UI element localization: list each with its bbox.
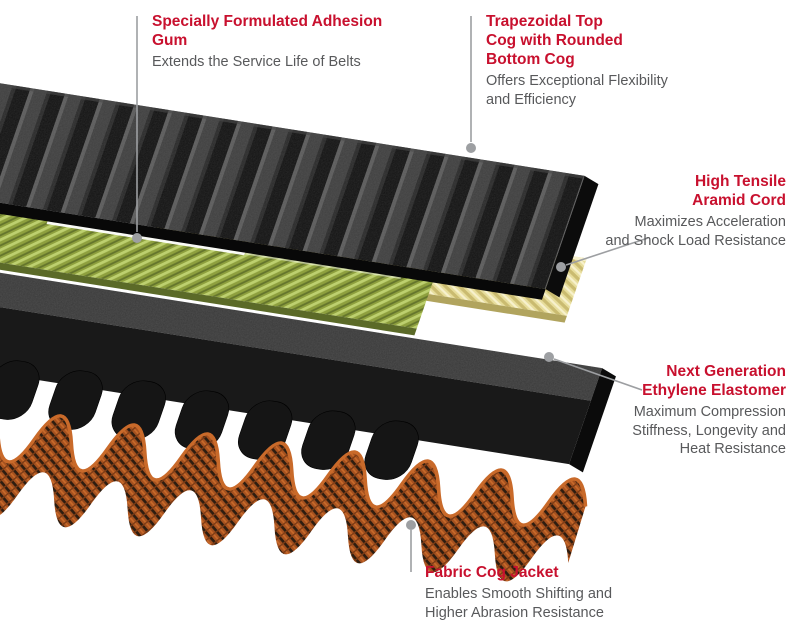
callout-adhesion-gum-description: Extends the Service Life of Belts bbox=[152, 54, 361, 70]
callout-top-cog-title: Trapezoidal Top Cog with Rounded Bottom … bbox=[486, 13, 623, 68]
callout-fabric-jacket-title: Fabric Cog Jacket bbox=[425, 564, 559, 581]
callout-line-aramid-cord bbox=[565, 237, 649, 266]
callout-dot-elastomer bbox=[544, 352, 554, 362]
callout-connectors bbox=[132, 16, 649, 572]
callout-elastomer-description: Maximum Compression Stiffness, Longevity… bbox=[632, 404, 786, 457]
fabric-cog-jacket-layer bbox=[0, 405, 588, 582]
callout-top-cog: Trapezoidal Top Cog with Rounded Bottom … bbox=[486, 12, 726, 109]
callout-elastomer: Next Generation Ethylene Elastomer Maxim… bbox=[536, 362, 786, 459]
callout-fabric-jacket: Fabric Cog Jacket Enables Smooth Shiftin… bbox=[425, 563, 705, 622]
callout-dot-adhesion-gum bbox=[132, 233, 142, 243]
callout-aramid-cord: High Tensile Aramid Cord Maximizes Accel… bbox=[536, 172, 786, 250]
adhesion-gum-layer bbox=[0, 203, 435, 336]
top-cog-layer bbox=[0, 82, 599, 300]
ethylene-elastomer-layer bbox=[0, 268, 616, 480]
callout-aramid-cord-title: High Tensile Aramid Cord bbox=[692, 173, 786, 209]
callout-fabric-jacket-description: Enables Smooth Shifting and Higher Abras… bbox=[425, 586, 613, 621]
callout-dot-aramid-cord bbox=[556, 262, 566, 272]
callout-adhesion-gum: Specially Formulated Adhesion Gum Extend… bbox=[152, 12, 432, 72]
callout-dot-top-cog bbox=[466, 143, 476, 153]
callout-elastomer-title: Next Generation Ethylene Elastomer bbox=[642, 363, 786, 399]
callout-adhesion-gum-title: Specially Formulated Adhesion Gum bbox=[152, 13, 383, 49]
callout-line-elastomer bbox=[553, 358, 643, 391]
callout-top-cog-description: Offers Exceptional Flexibility and Effic… bbox=[486, 73, 668, 108]
callout-dot-fabric-jacket bbox=[406, 520, 416, 530]
callout-aramid-cord-description: Maximizes Acceleration and Shock Load Re… bbox=[605, 214, 786, 249]
